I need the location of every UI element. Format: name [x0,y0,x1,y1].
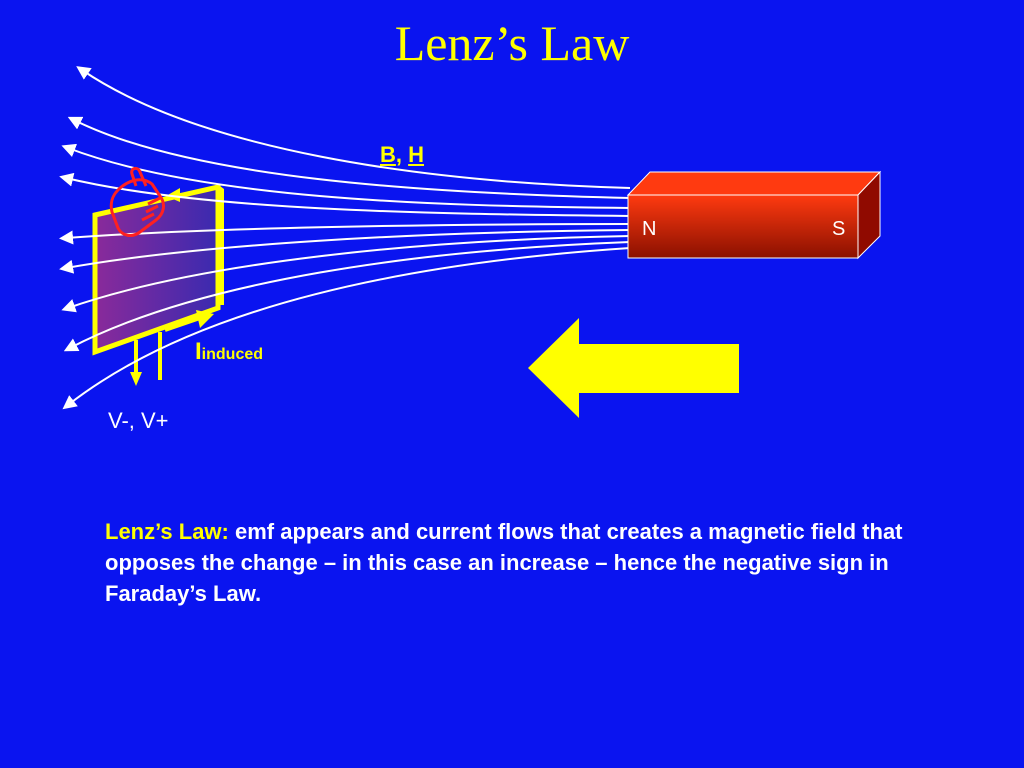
page-title: Lenz’s Law [394,15,630,71]
field-line [59,229,631,274]
magnet-north-label: N [642,218,657,240]
magnet-front [627,194,859,259]
field-line [63,241,631,352]
field-label-sep: , [395,142,409,167]
field-line [76,66,631,189]
current-arrow-icon [196,310,214,328]
current-subscript: induced [201,346,264,363]
current-symbol: I [195,338,202,365]
field-label-h: H [408,142,425,167]
field-line [67,116,631,199]
hand-pointer-icon [109,166,165,237]
bar-magnet [626,170,882,260]
description: Lenz’s Law: emf appears and current flow… [105,516,945,609]
loop-arrow-icon [166,188,180,202]
current-arrow-shaft [164,316,201,332]
field-line [61,143,631,209]
coil-edge [216,185,224,305]
field-line [61,235,631,313]
induced-current-label: Iinduced [195,338,263,366]
lead-arrow-icon [130,372,142,386]
voltage-label: V-, V+ [108,408,169,433]
field-line [59,172,631,217]
field-lines [59,66,631,410]
magnet-south-label: S [832,218,846,240]
description-lead: Lenz’s Law: [105,519,229,544]
description-body: emf appears and current flows that creat… [105,519,903,606]
field-label: B, H [380,142,424,168]
magnet-top [626,171,882,196]
left-arrow-icon [528,318,739,418]
field-line [62,247,631,410]
field-label-b: B [380,142,396,167]
